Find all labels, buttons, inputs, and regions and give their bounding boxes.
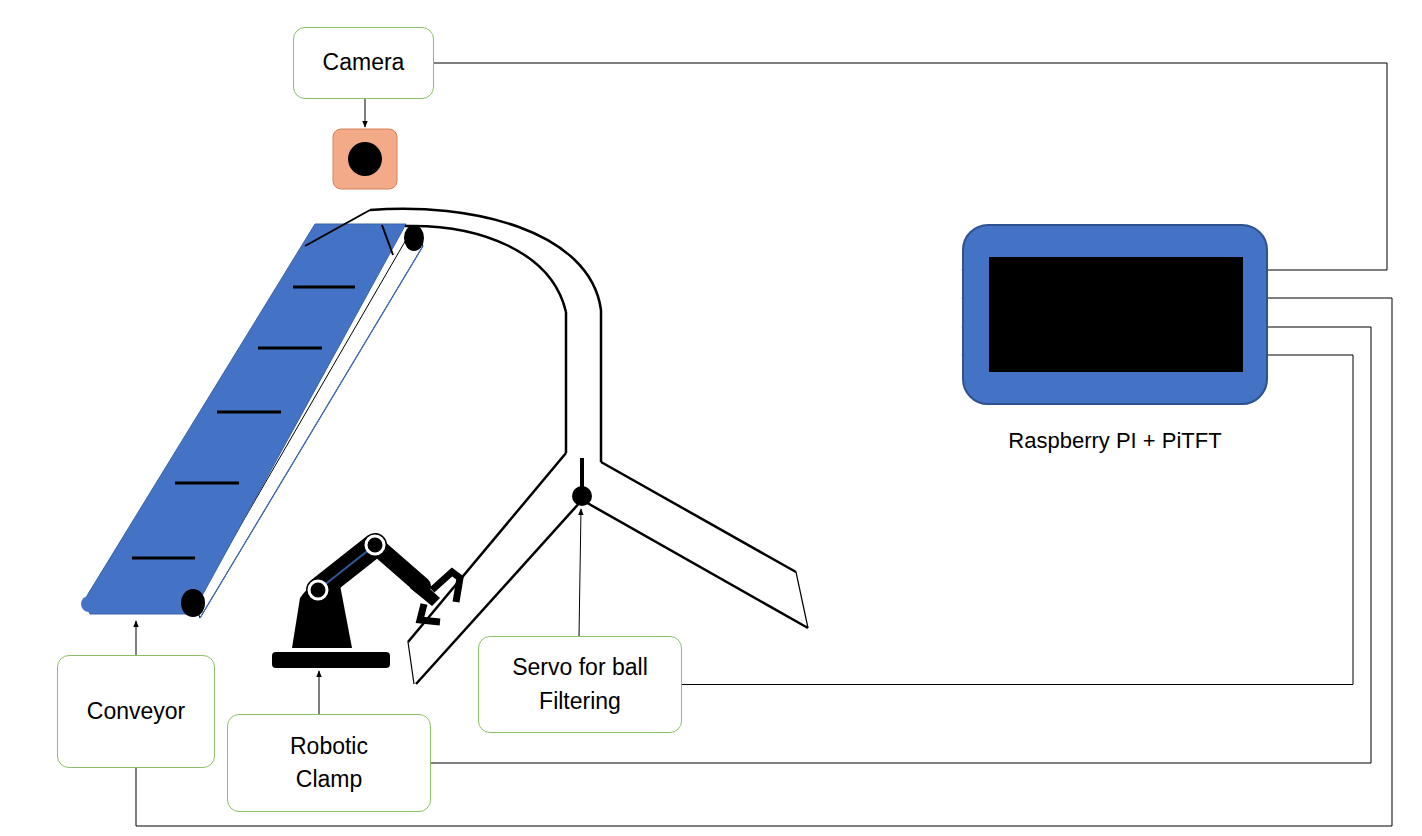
camera-icon bbox=[333, 129, 397, 189]
leader-arrow bbox=[136, 621, 137, 655]
component-box: Robotic Clamp bbox=[227, 714, 431, 812]
box-label: Robotic Clamp bbox=[269, 730, 389, 797]
node-label: Raspberry PI + PiTFT bbox=[1008, 425, 1221, 457]
ball-tube bbox=[370, 209, 808, 684]
leader-arrow bbox=[579, 509, 581, 636]
controller-board: Raspberry PI + PiTFT bbox=[962, 224, 1268, 405]
box-label: Camera bbox=[323, 46, 405, 79]
leader-arrow bbox=[319, 671, 320, 714]
box-label: Conveyor bbox=[87, 695, 185, 728]
leader-arrow bbox=[365, 99, 366, 127]
component-box: Servo for ball Filtering bbox=[478, 636, 682, 733]
component-box: Conveyor bbox=[57, 655, 215, 768]
screen bbox=[989, 257, 1243, 372]
box-label: Servo for ball Filtering bbox=[495, 651, 665, 718]
servo-pivot bbox=[572, 486, 592, 506]
conveyor-belt bbox=[81, 210, 424, 618]
component-box: Camera bbox=[293, 27, 434, 99]
robot-arm-icon bbox=[272, 536, 460, 668]
